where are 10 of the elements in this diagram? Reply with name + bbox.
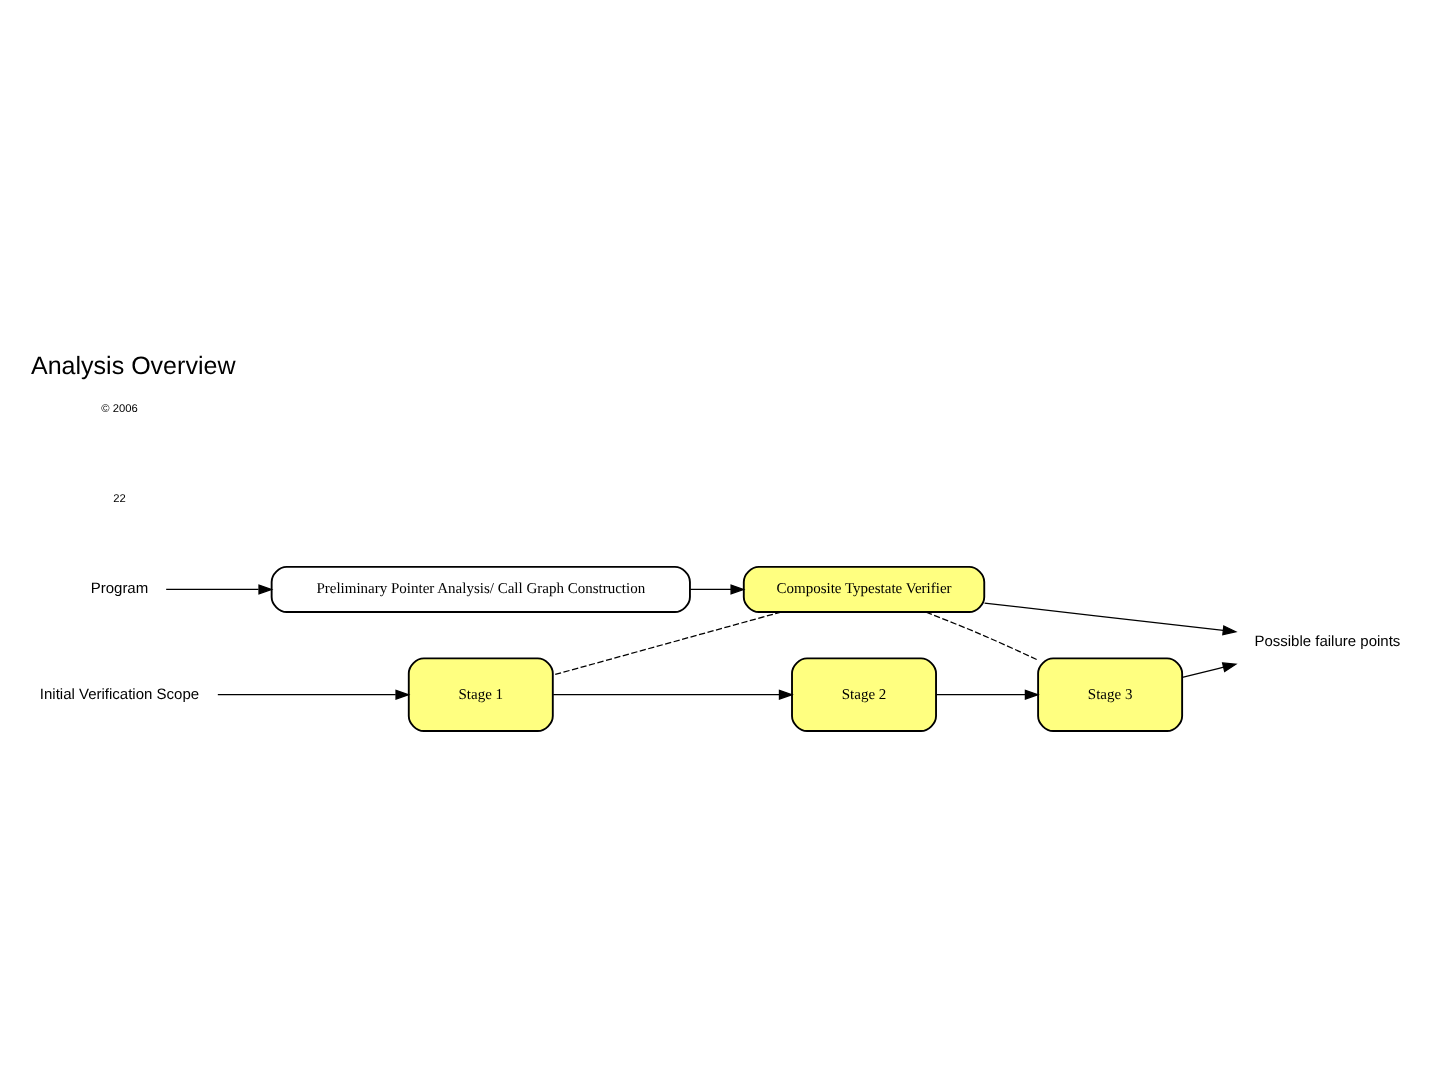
arrow — [983, 602, 1238, 636]
diagram-title: Analysis Overview — [31, 352, 236, 381]
arrow — [689, 584, 746, 595]
arrow — [1181, 662, 1238, 678]
arrow — [217, 689, 411, 700]
arrow — [165, 584, 274, 595]
arrow — [552, 689, 794, 700]
arrow — [935, 689, 1040, 700]
connector — [552, 611, 782, 676]
connector — [925, 611, 1039, 661]
